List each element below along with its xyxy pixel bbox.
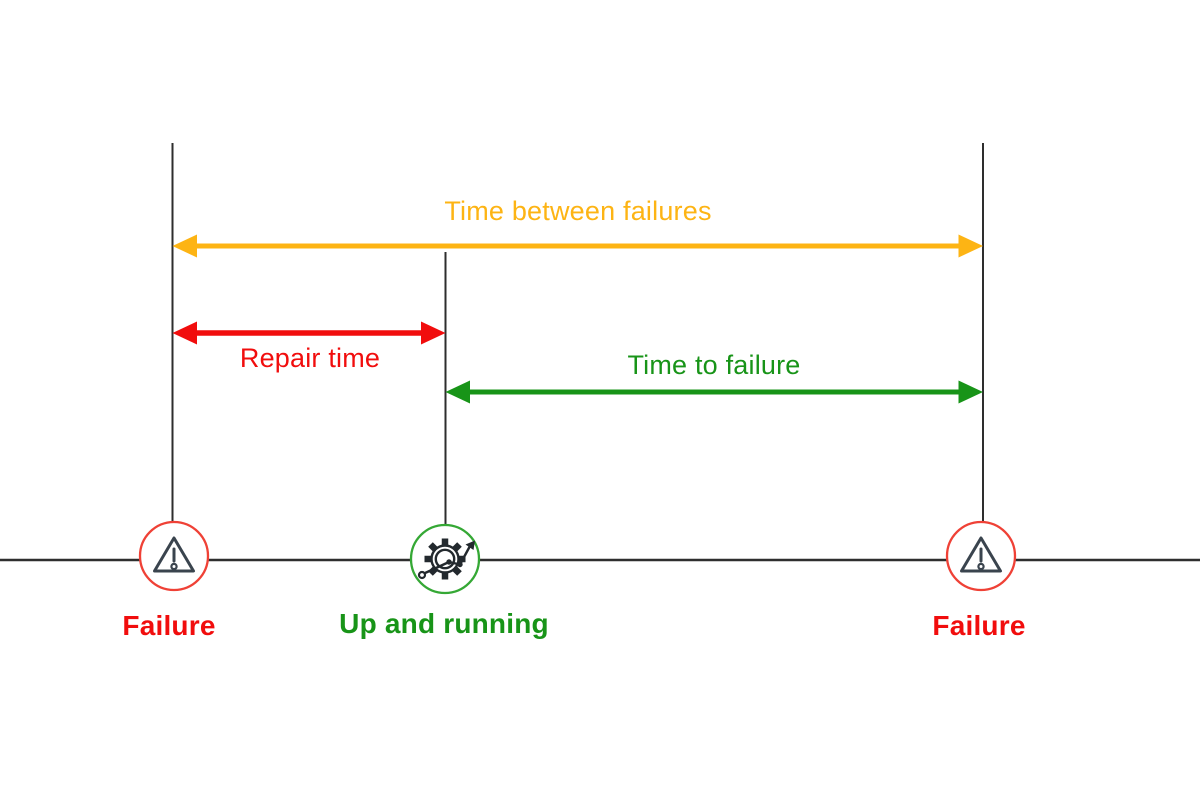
failure-node-right bbox=[945, 520, 1017, 592]
time-between-failures-label: Time between failures bbox=[444, 196, 712, 226]
gear-trend-arrow-icon bbox=[417, 538, 475, 580]
time-between-failures-arrow bbox=[172, 234, 983, 258]
arrowhead-right bbox=[421, 321, 446, 345]
failure-node-left bbox=[138, 520, 210, 592]
arrowhead-left bbox=[172, 234, 197, 258]
arrowhead-left bbox=[172, 321, 197, 345]
arrowhead-right bbox=[958, 234, 983, 258]
repair-time-label: Repair time bbox=[239, 343, 381, 373]
repair-time-arrow bbox=[172, 321, 446, 345]
arrowhead-right bbox=[958, 380, 983, 404]
time-to-failure-arrow bbox=[445, 380, 983, 404]
failure-label-right: Failure bbox=[932, 610, 1026, 641]
recovery-ring bbox=[409, 523, 481, 595]
up-and-running-node bbox=[409, 523, 481, 595]
arrowhead-left bbox=[445, 380, 470, 404]
up-and-running-label: Up and running bbox=[339, 608, 549, 639]
time-to-failure-label: Time to failure bbox=[627, 350, 801, 380]
failure-label-left: Failure bbox=[122, 610, 216, 641]
